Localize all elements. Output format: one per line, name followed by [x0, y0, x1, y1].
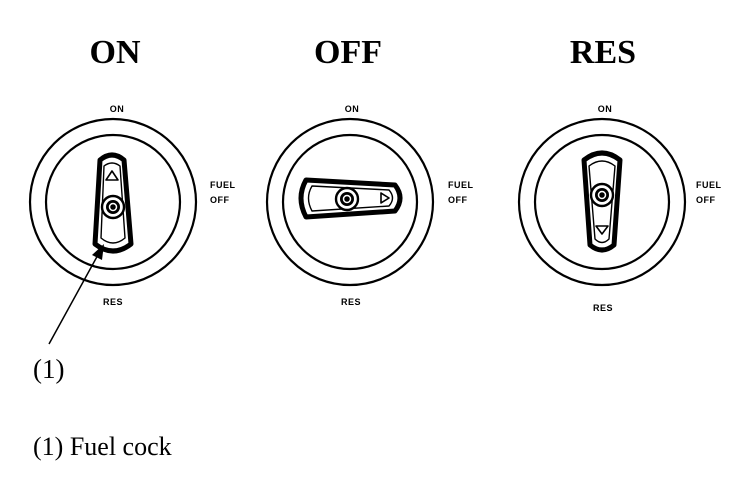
dial-label-top: ON — [110, 104, 125, 114]
callout-number: (1) — [33, 354, 64, 384]
dial-off-position: OFF ON FUEL OFF RES — [265, 34, 474, 307]
dial-outer-ring — [265, 117, 435, 287]
dial-inner-ring — [281, 133, 419, 271]
dial-outer-ring — [28, 117, 198, 287]
dial-heading: RES — [570, 34, 636, 71]
dial-label-right-2: OFF — [696, 195, 716, 205]
dial-label-top: ON — [598, 104, 613, 114]
fuel-cock-lever — [581, 150, 623, 253]
dial-inner-ring — [44, 133, 182, 271]
triangle-up-icon — [105, 170, 119, 181]
dial-label-right-2: OFF — [210, 195, 230, 205]
triangle-down-icon — [595, 225, 609, 235]
lever-knob-icon — [334, 186, 360, 212]
dial-on-position: ON ON FUEL OFF RES — [28, 34, 236, 307]
lever-knob-icon — [589, 182, 615, 208]
triangle-right-icon — [380, 192, 390, 204]
dial-label-right-1: FUEL — [696, 180, 722, 190]
dial-label-top: ON — [345, 104, 360, 114]
callout: (1) — [33, 244, 104, 384]
dial-label-right-1: FUEL — [448, 180, 474, 190]
dial-label-right-1: FUEL — [210, 180, 236, 190]
dial-label-bottom: RES — [593, 303, 613, 313]
dial-heading: OFF — [314, 34, 382, 71]
dial-label-right-2: OFF — [448, 195, 468, 205]
fuel-cock-lever — [92, 152, 134, 254]
dial-res-position: RES ON FUEL OFF RES — [517, 34, 722, 313]
fuel-cock-lever — [298, 177, 403, 220]
dial-heading: ON — [90, 34, 141, 71]
lever-knob-icon — [100, 194, 126, 220]
callout-arrowhead-icon — [92, 244, 104, 260]
dial-label-bottom: RES — [341, 297, 361, 307]
dial-inner-ring — [533, 133, 671, 271]
dial-outer-ring — [517, 117, 687, 287]
dial-label-bottom: RES — [103, 297, 123, 307]
legend-text: (1) Fuel cock — [33, 432, 172, 461]
callout-leader-line — [48, 252, 100, 345]
